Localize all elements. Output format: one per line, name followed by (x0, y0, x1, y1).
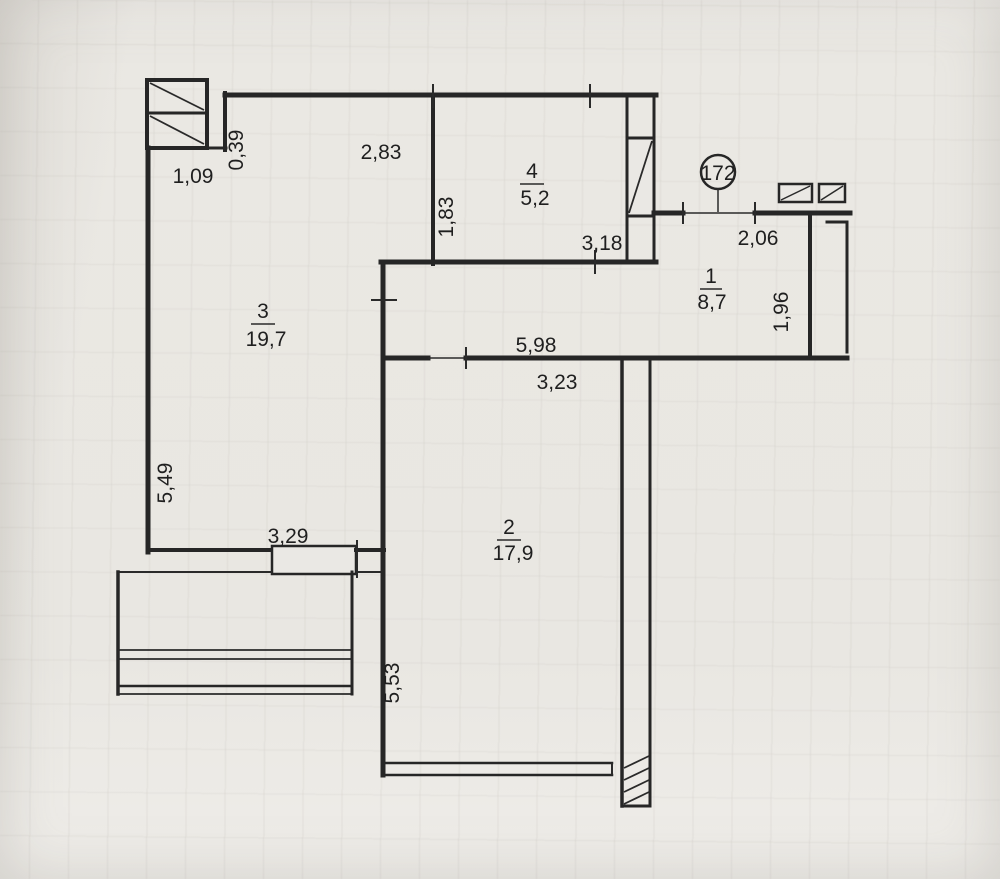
dim-vent-offset: 0,39 (225, 130, 248, 171)
apartment-number-badge: 172 (699, 153, 737, 212)
dim-entry-door-width: 2,06 (738, 227, 779, 250)
dimension-labels: 1,09 0,39 2,83 1,83 3,18 2,06 1,96 5,98 … (154, 130, 793, 704)
balcony (116, 570, 354, 696)
dim-room1-right-depth: 1,96 (770, 292, 793, 333)
dim-room2-left-height: 5,53 (381, 663, 404, 704)
dim-corridor-top-width: 3,18 (582, 232, 623, 255)
dim-room4-depth: 1,83 (435, 197, 458, 238)
dim-room3-left-height: 5,49 (154, 463, 177, 504)
dim-room2-top-width: 3,23 (537, 371, 578, 394)
room4-area: 5,2 (520, 187, 549, 210)
dim-room3-window-width: 3,29 (268, 525, 309, 548)
room-labels: 4 5,2 1 8,7 3 19,7 2 17,9 (246, 160, 727, 565)
room4-number: 4 (526, 160, 538, 183)
dim-room3-top-width: 2,83 (361, 141, 402, 164)
vent-box-1-diagonal (780, 185, 811, 201)
room2-number: 2 (503, 516, 515, 539)
vent-boxes-topright (777, 182, 847, 204)
dim-vent-width: 1,09 (173, 165, 214, 188)
room3-window-box (270, 544, 358, 576)
vent-box-2-diagonal (820, 185, 844, 201)
hatched-block-bottom-right (623, 755, 650, 805)
vent-shaft-topleft (145, 78, 209, 150)
walls (118, 84, 853, 808)
room1-number: 1 (705, 265, 717, 288)
room3-area: 19,7 (246, 328, 287, 351)
room3-number: 3 (257, 300, 269, 323)
room2-area: 17,9 (493, 542, 534, 565)
room1-area: 8,7 (697, 291, 726, 314)
vent-shaft-center-diagonal (628, 140, 653, 214)
apartment-number-text: 172 (700, 162, 735, 185)
dim-hall-width: 5,98 (516, 334, 557, 357)
